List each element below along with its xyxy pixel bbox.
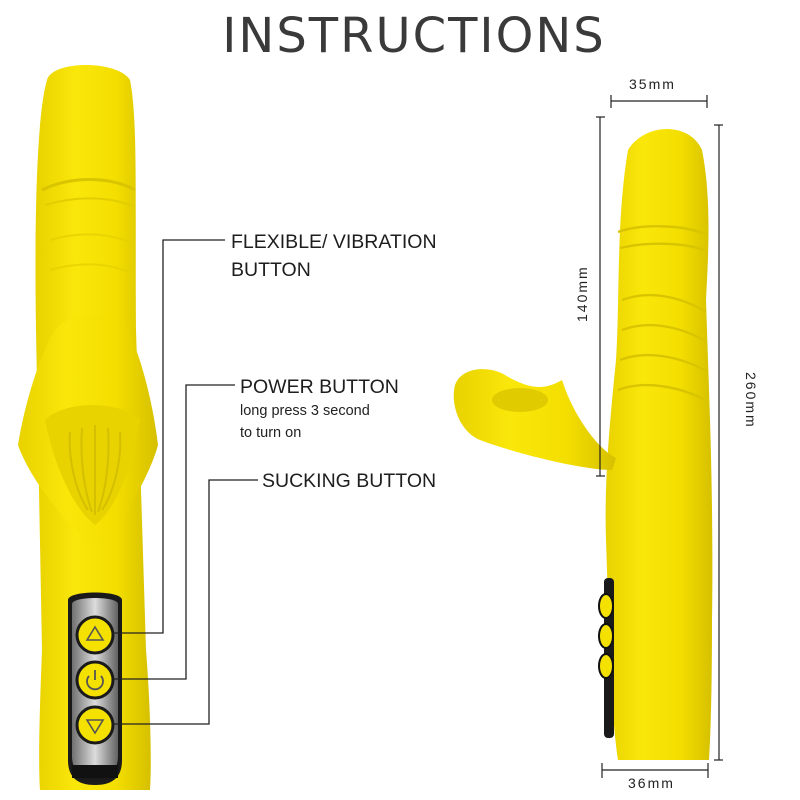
control-panel (68, 592, 122, 785)
power-button-label: POWER BUTTON (240, 376, 399, 398)
flex-vibration-label-line2: BUTTON (231, 259, 311, 281)
power-button-note-1: long press 3 second (240, 403, 370, 419)
dimension-lines (596, 95, 723, 778)
side-view (453, 129, 713, 760)
sucking-button[interactable] (75, 705, 115, 745)
insertable-length-label: 140mm (574, 265, 590, 322)
triangle-down-icon (85, 719, 105, 735)
triangle-up-icon (85, 625, 105, 641)
top-width-label: 35mm (629, 76, 676, 92)
side-sucker-arm (453, 369, 616, 470)
front-view (18, 65, 158, 790)
bottom-width-label: 36mm (628, 775, 675, 791)
power-leader (113, 384, 235, 680)
total-length-label: 260mm (743, 372, 759, 429)
power-button-note-2: to turn on (240, 425, 302, 441)
sucking-button-label: SUCKING BUTTON (262, 470, 437, 492)
side-control-strip (598, 578, 614, 738)
flex-vibration-leader (113, 239, 225, 634)
flex-vibration-label: FLEXIBLE/ VIBRATION (231, 231, 437, 253)
flex-vibration-button[interactable] (75, 615, 115, 655)
page-title: INSTRUCTIONS (222, 8, 606, 64)
callout-lines (113, 239, 258, 725)
power-icon (86, 670, 104, 691)
sucking-leader (113, 479, 258, 725)
side-shaft (605, 129, 713, 760)
